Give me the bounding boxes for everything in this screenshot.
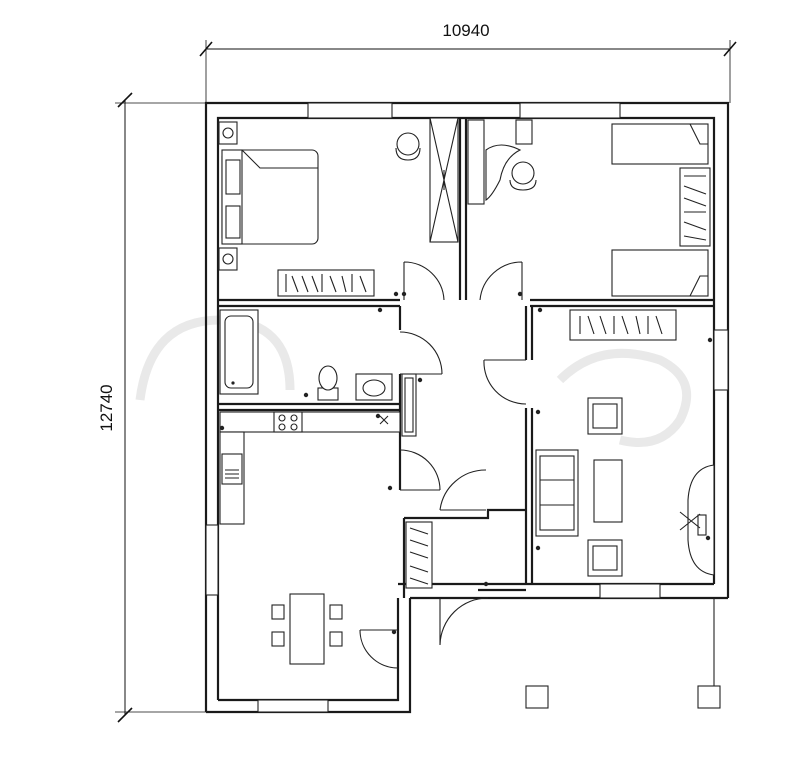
fireplace-icon (679, 464, 715, 576)
height-label: 12740 (97, 384, 116, 431)
wardrobe-icon (405, 521, 433, 589)
closet-storage (405, 521, 433, 589)
wardrobe-icon (569, 309, 677, 341)
nightstand-icon (218, 121, 238, 271)
closet-icon (429, 117, 459, 243)
dining-area (271, 593, 343, 665)
width-label: 10940 (442, 21, 489, 40)
outlets (219, 291, 713, 635)
dimension-height: 12740 (97, 92, 206, 723)
desk-icon (467, 119, 533, 205)
sink-icon (355, 373, 393, 401)
wardrobe-icon (679, 167, 711, 247)
countertop-icon (219, 411, 401, 433)
bathroom (219, 309, 417, 437)
washer-icon (401, 373, 417, 437)
chair-icon (271, 604, 343, 647)
stove-icon (273, 411, 303, 433)
desk-chair-icon (395, 132, 421, 161)
armchair-icon (587, 397, 623, 577)
dimension-width: 10940 (199, 21, 737, 103)
kitchen-sink-icon (221, 453, 243, 485)
sofa-icon (535, 449, 579, 537)
desk-chair-icon (509, 161, 537, 191)
bed-icon (221, 149, 319, 245)
dining-table-icon (289, 593, 325, 665)
porch (525, 598, 721, 709)
bedroom-left (218, 117, 459, 297)
living-room (535, 309, 715, 577)
interior-walls (218, 118, 714, 598)
coffee-table-icon (593, 459, 623, 523)
bathtub-icon (219, 309, 259, 395)
toilet-icon (317, 365, 339, 401)
door-icon (359, 261, 527, 669)
wardrobe-icon (277, 269, 375, 297)
bed-icon (611, 123, 709, 297)
bedroom-right (467, 119, 711, 297)
kitchen (219, 411, 401, 525)
